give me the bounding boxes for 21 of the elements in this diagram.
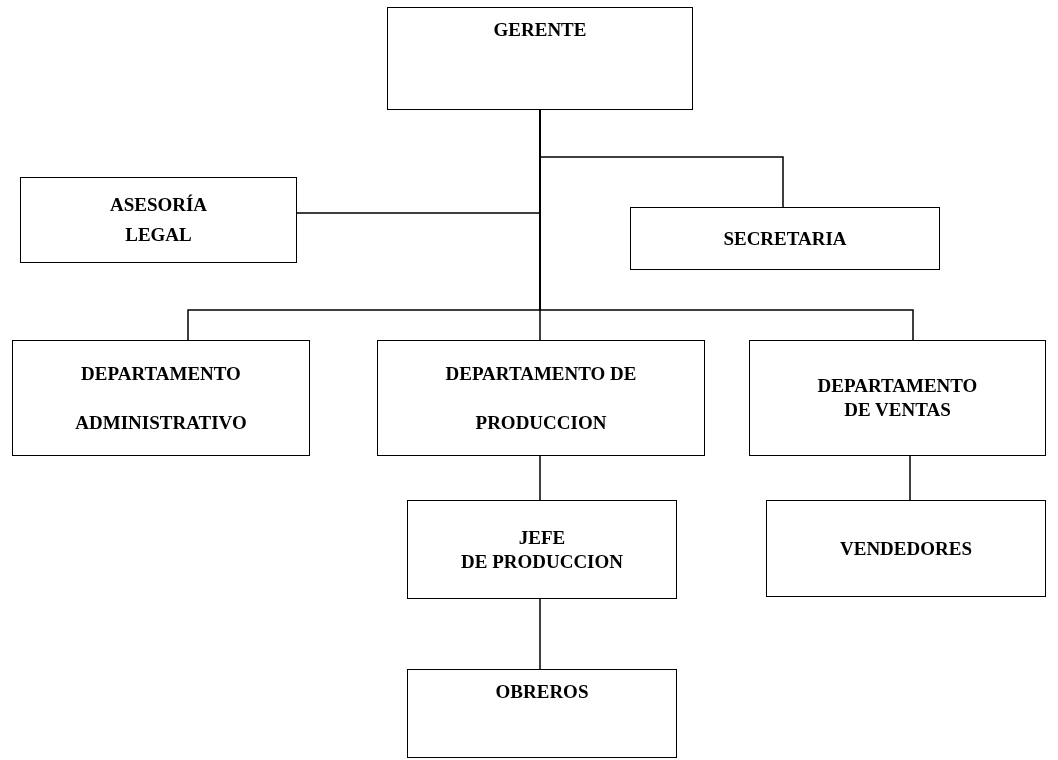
org-box (630, 207, 940, 270)
connector-line (539, 455, 541, 501)
org-box (749, 340, 1046, 456)
connector-line (539, 598, 541, 670)
role-title: DEPARTAMENTO DE PRODUCCION (445, 361, 637, 435)
org-box (407, 500, 677, 599)
role-title: SECRETARIA (723, 226, 847, 251)
role-title: GERENTE (493, 18, 587, 42)
org-box (12, 340, 310, 456)
connector-line (909, 455, 911, 501)
org-box (407, 669, 677, 758)
role-title: ASESORÍA LEGAL (109, 192, 208, 247)
org-box (387, 7, 693, 110)
role-title: OBREROS (495, 680, 589, 704)
role-title: DEPARTAMENTO ADMINISTRATIVO (75, 361, 247, 435)
org-box (377, 340, 705, 456)
org-box (766, 500, 1046, 597)
org-box (20, 177, 297, 263)
role-title: VENDEDORES (840, 536, 972, 561)
role-title: JEFE DE PRODUCCION (461, 525, 623, 574)
role-title: DEPARTAMENTO DE VENTAS (817, 374, 978, 422)
